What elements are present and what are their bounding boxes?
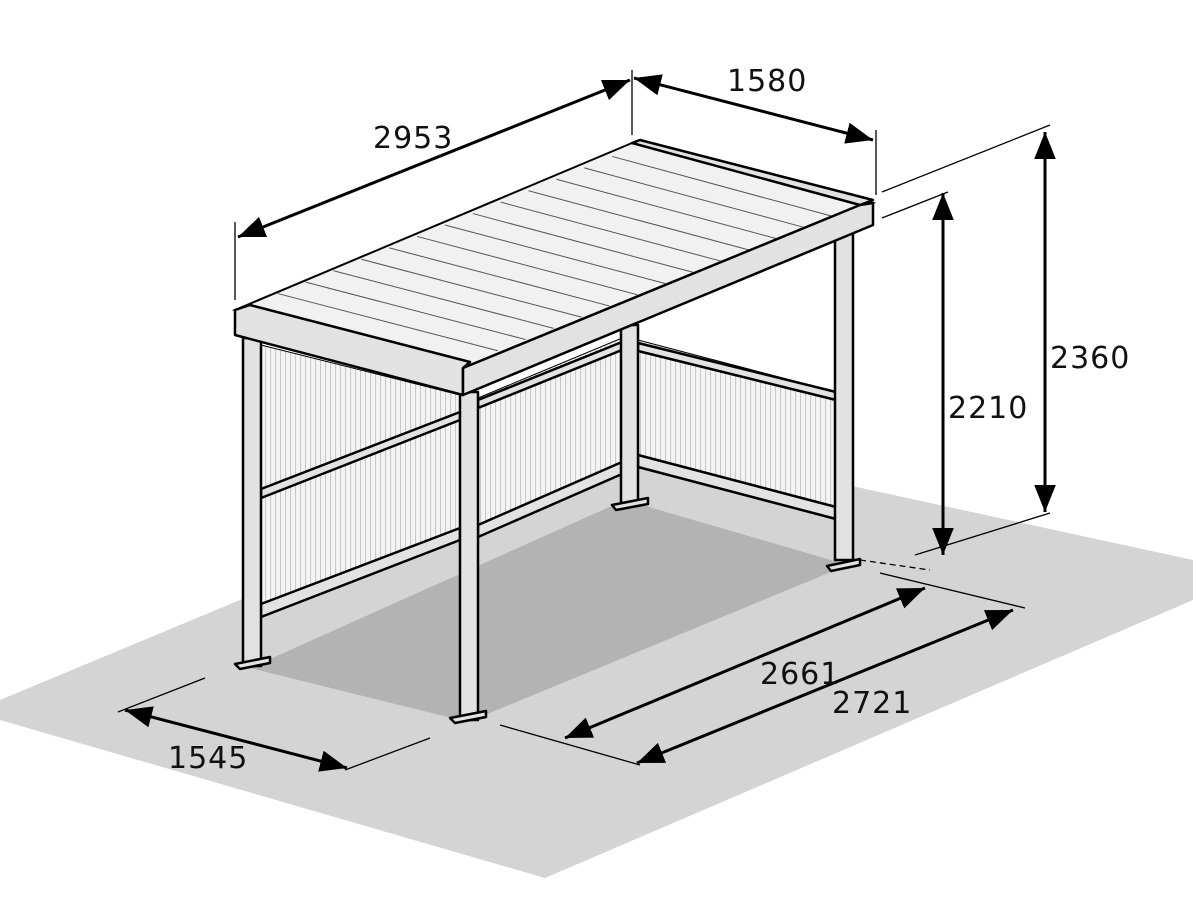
roof-rib xyxy=(417,235,638,296)
roof xyxy=(231,138,877,397)
roof-rib xyxy=(333,270,554,329)
dim-base-length-outer: 2721 xyxy=(832,686,912,721)
dimension-lines xyxy=(117,70,1056,772)
dim-total-height: 2360 xyxy=(1050,341,1130,376)
roof-rib xyxy=(389,247,610,307)
roof-rib xyxy=(361,258,582,318)
roof-rib xyxy=(305,281,526,341)
dim-base-depth: 1545 xyxy=(168,741,248,776)
dim-base-length-inner: 2661 xyxy=(760,657,840,692)
ground-shadow xyxy=(250,500,848,722)
roof-rib xyxy=(612,155,833,217)
roof-rib xyxy=(277,293,498,352)
dim-clear-height: 2210 xyxy=(948,391,1028,426)
dim-roof-length: 2953 xyxy=(373,121,453,156)
dim-roof-depth: 1580 xyxy=(727,64,807,99)
